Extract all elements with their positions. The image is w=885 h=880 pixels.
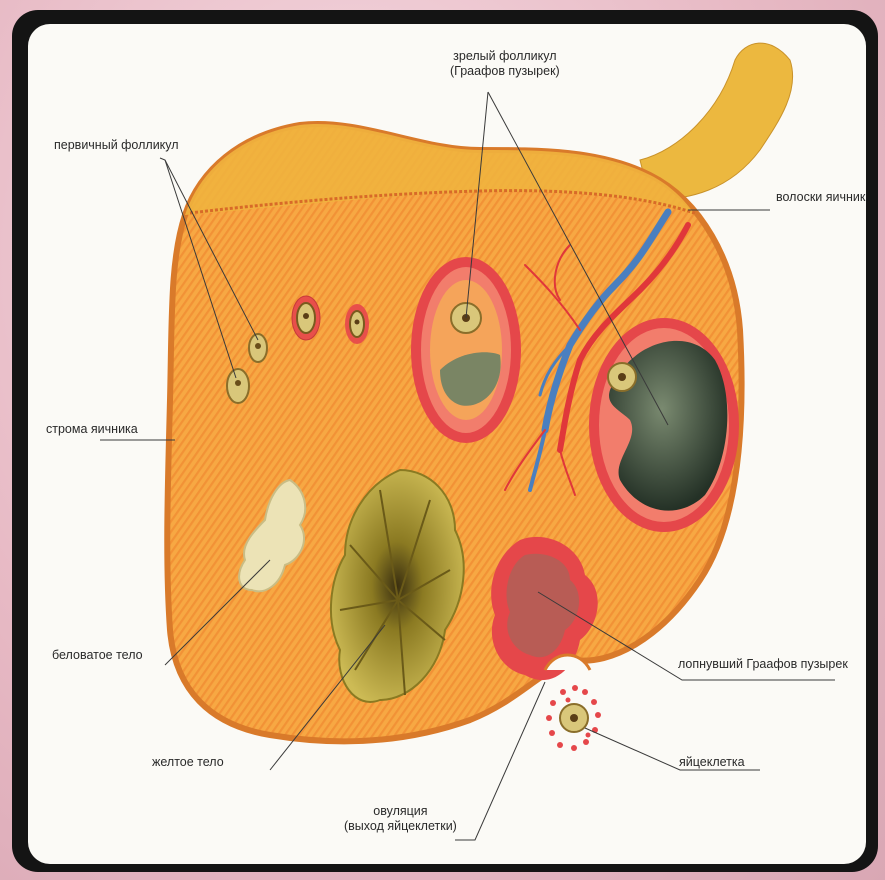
primary-follicle-label: первичный фолликул [54, 138, 179, 153]
graafian-follicle [594, 323, 734, 527]
mature-follicle-label: зрелый фолликул (Граафов пузырек) [450, 49, 560, 79]
ruptured-follicle-label: лопнувший Граафов пузырек [678, 657, 848, 672]
mature-follicle-label-line1: зрелый фолликул [450, 49, 560, 64]
released-ovum [546, 685, 601, 751]
corpus-luteum-label: желтое тело [152, 755, 224, 770]
ovulation-label: овуляция (выход яйцеклетки) [344, 804, 457, 834]
corpus-albicans-label: беловатое тело [52, 648, 143, 663]
ovarian-ligament [640, 43, 793, 200]
ovulation-label-line1: овуляция [344, 804, 457, 819]
mature-follicle-label-line2: (Граафов пузырек) [450, 64, 560, 79]
ovary-stroma-label: строма яичника [46, 422, 138, 437]
ovum-label: яйцеклетка [679, 755, 745, 770]
developing-follicle [416, 262, 516, 438]
ovary-hilus-label: волоски яичника [776, 190, 866, 205]
ovulation-label-line2: (выход яйцеклетки) [344, 819, 457, 834]
diagram-panel: зрелый фолликул (Граафов пузырек) первич… [28, 24, 866, 864]
